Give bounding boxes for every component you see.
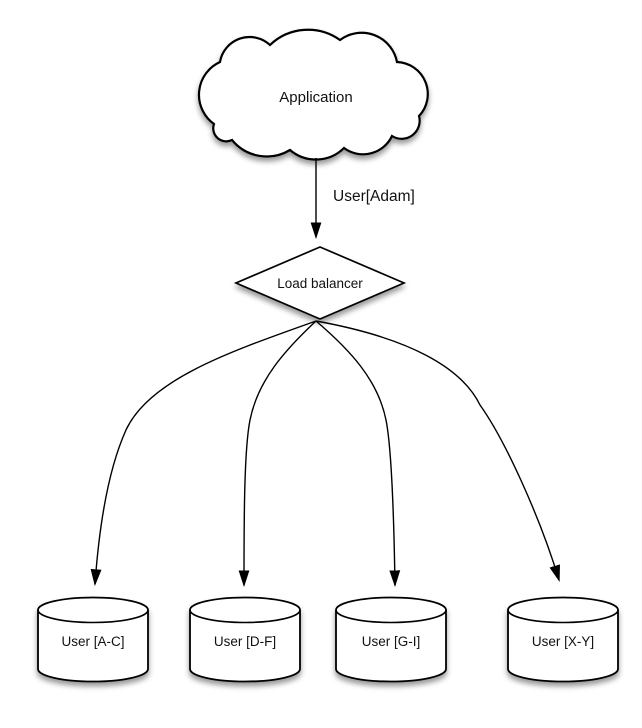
diamond-shape	[233, 246, 407, 320]
shard-label-1: User [A-C]	[61, 634, 124, 649]
cylinder-rim-1	[37, 609, 149, 624]
cylinder-rim-3	[335, 609, 447, 624]
shard-label-3: User [G-I]	[362, 634, 421, 649]
node-shard-2: User [D-F]	[189, 596, 301, 683]
cylinder-shape-1	[37, 596, 149, 683]
edge-loadbalancer-to-shard-1	[90, 320, 317, 587]
edge-loadbalancer-to-shard-3	[315, 320, 401, 588]
cylinder-rim-2	[189, 609, 301, 624]
node-shard-4: User [X-Y]	[507, 596, 619, 683]
load-balancer-label: Load balancer	[277, 276, 363, 291]
edge-application-to-loadbalancer: User[Adam]	[310, 158, 415, 240]
edge-loadbalancer-to-shard-2	[238, 320, 317, 588]
cylinder-shape-3	[335, 596, 447, 683]
cylinder-shape-2	[189, 596, 301, 683]
node-load-balancer: Load balancer	[233, 246, 407, 320]
shard-label-2: User [D-F]	[214, 634, 276, 649]
shard-label-4: User [X-Y]	[532, 634, 594, 649]
application-label: Application	[279, 89, 352, 106]
node-application: Application	[197, 28, 429, 161]
edge-loadbalancer-to-shard-4	[315, 320, 560, 583]
edge-label-user-adam: User[Adam]	[333, 188, 415, 205]
cylinder-shape-4	[507, 596, 619, 683]
cloud-shape	[197, 28, 429, 161]
cylinder-rim-4	[507, 609, 619, 624]
node-shard-3: User [G-I]	[335, 596, 447, 683]
node-shard-1: User [A-C]	[37, 596, 149, 683]
